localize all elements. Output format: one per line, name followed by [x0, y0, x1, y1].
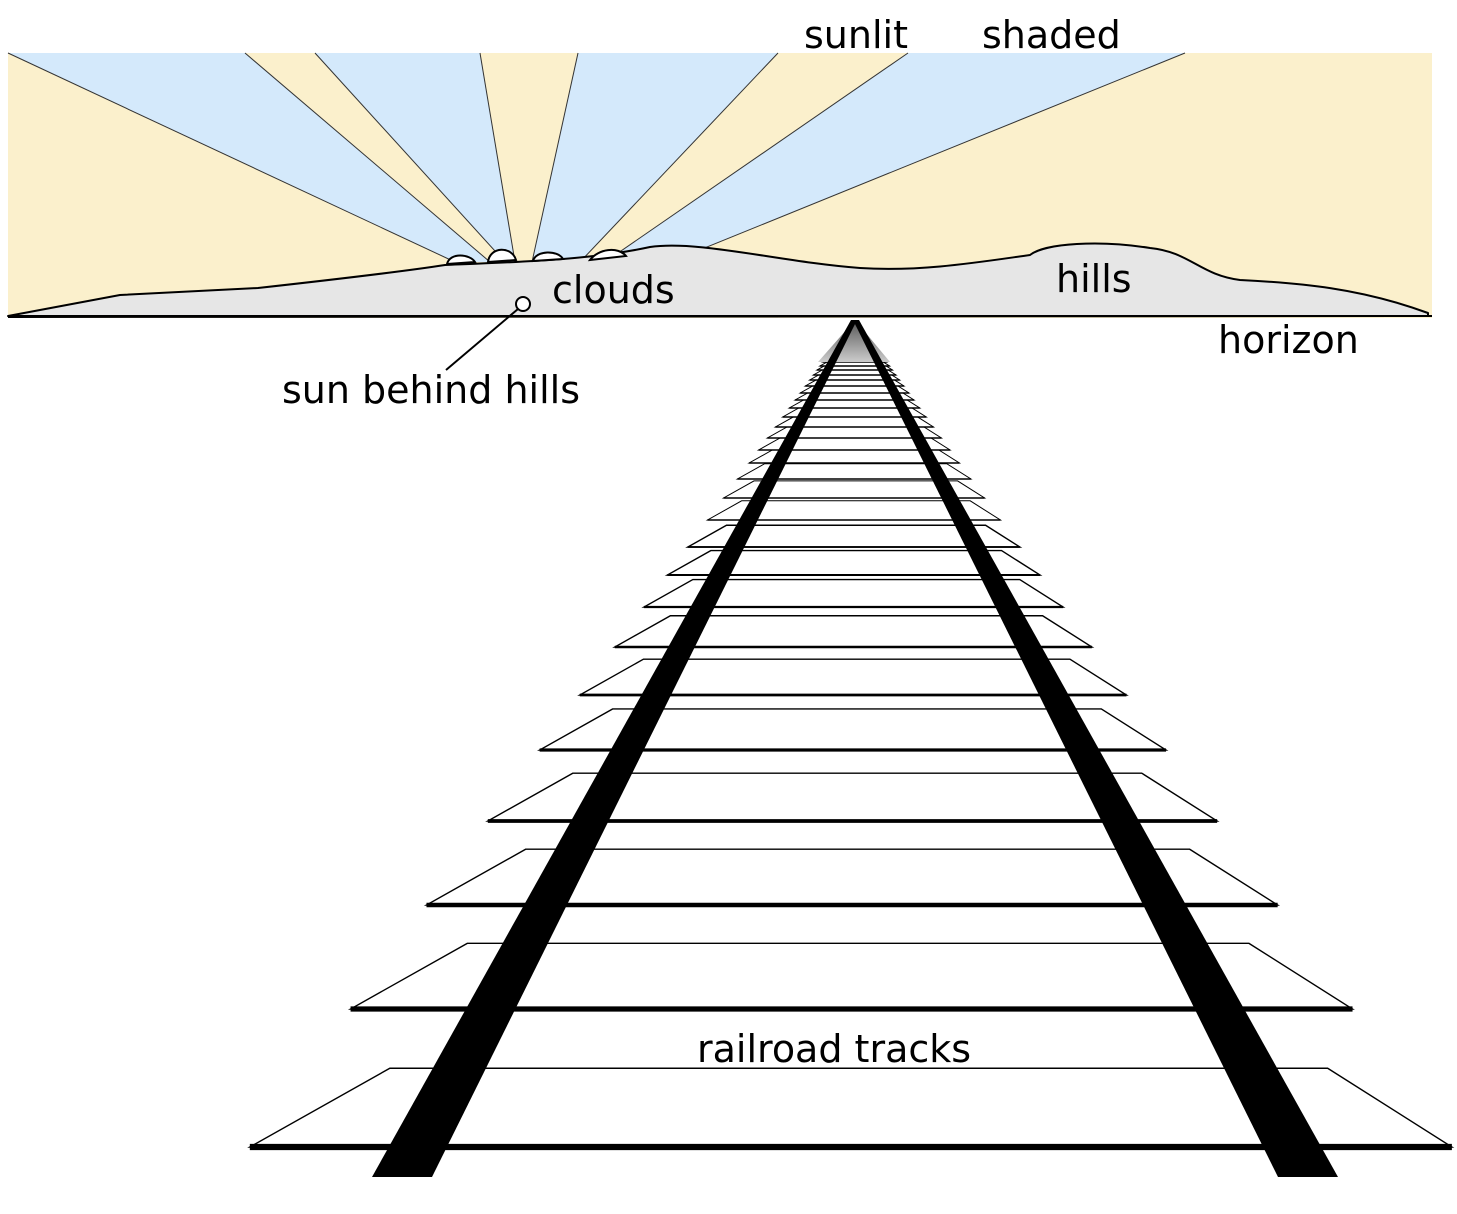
- hills: [7, 242, 1429, 317]
- clouds-label: clouds: [552, 268, 675, 312]
- shaded-ray: [532, 53, 778, 262]
- clouds: [445, 248, 628, 266]
- vanishing-tip: [818, 320, 890, 362]
- right-rail: [853, 320, 1338, 1177]
- left-rail: [372, 320, 857, 1177]
- cloud: [486, 248, 518, 264]
- sun-marker: [515, 296, 531, 312]
- sun-behind-hills-label: sun behind hills: [282, 368, 580, 412]
- cloud: [445, 254, 477, 266]
- sun-leader-line: [445, 308, 519, 371]
- sunlit-label: sunlit: [804, 13, 908, 57]
- cloud: [587, 248, 628, 262]
- shaded-ray: [315, 53, 515, 262]
- shaded-label: shaded: [982, 13, 1121, 57]
- railroad-ties: [247, 357, 1455, 1151]
- cloud: [531, 251, 565, 263]
- horizon-line: [7, 315, 1433, 318]
- shaded-ray: [605, 53, 1185, 262]
- light-rays: [8, 53, 1185, 262]
- ray-edges: [7, 52, 1186, 263]
- shaded-ray: [8, 53, 490, 262]
- horizon-label: horizon: [1218, 318, 1359, 362]
- hills-label: hills: [1056, 257, 1132, 301]
- railroad-tracks: [247, 320, 1455, 1177]
- labels: sunlit shaded clouds hills horizon sun b…: [282, 13, 1359, 1071]
- railroad-tracks-label: railroad tracks: [697, 1027, 971, 1071]
